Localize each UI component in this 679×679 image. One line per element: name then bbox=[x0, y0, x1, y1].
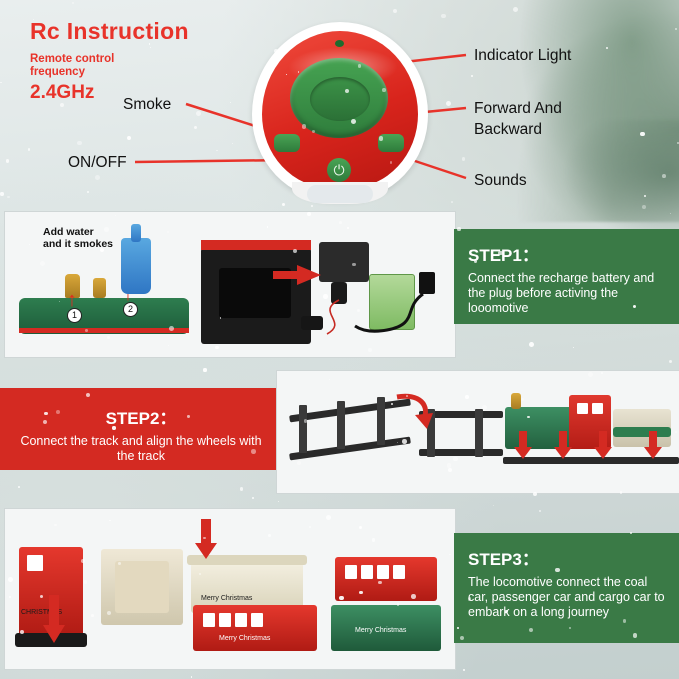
water-bottle bbox=[121, 238, 151, 294]
cab-window bbox=[577, 403, 588, 414]
track-tie bbox=[299, 405, 307, 453]
callout-sounds: Sounds bbox=[474, 172, 527, 189]
coach-window bbox=[219, 613, 231, 627]
locomotive-stripe bbox=[19, 328, 189, 333]
snow-cloud-decoration bbox=[307, 185, 373, 203]
coach-window bbox=[361, 565, 373, 579]
sounds-button[interactable] bbox=[378, 134, 404, 152]
coach-window bbox=[251, 613, 263, 627]
step2-banner: STEP2： Connect the track and align the w… bbox=[0, 388, 282, 470]
red-coach-text: Merry Christmas bbox=[219, 635, 271, 642]
track-connect-arrow bbox=[396, 393, 433, 429]
locomotive-dome bbox=[65, 274, 80, 298]
rc-instruction-title: Rc Instruction bbox=[30, 18, 189, 44]
cab-roof bbox=[201, 240, 311, 250]
remote-control-device: ⏻ bbox=[252, 22, 428, 204]
track-rail-right-top bbox=[419, 411, 503, 418]
track-rail-right-bottom bbox=[419, 449, 503, 456]
marker-2: 2 bbox=[123, 302, 138, 317]
loco-window bbox=[27, 555, 43, 571]
coal-car-band bbox=[613, 427, 671, 437]
plug-wire bbox=[326, 299, 340, 335]
small-connector bbox=[301, 316, 323, 330]
step1-text: Connect the recharge battery and the plu… bbox=[468, 271, 655, 315]
callout-smoke: Smoke bbox=[123, 96, 172, 113]
coach-window bbox=[203, 613, 215, 627]
passenger-car bbox=[191, 563, 303, 613]
indicator-light-led bbox=[335, 40, 344, 47]
step1-title: STEP1： bbox=[468, 246, 539, 265]
step2-title: STEP2： bbox=[105, 409, 177, 428]
wheel-alignment-arrows bbox=[514, 431, 662, 459]
locomotive-chimney bbox=[511, 393, 521, 409]
locomotive-chimney bbox=[93, 278, 106, 298]
pine-tree-decoration-secondary bbox=[549, 120, 679, 250]
passenger-car-text: Merry Christmas bbox=[201, 595, 253, 602]
coach-window bbox=[393, 565, 405, 579]
coupling-arrow-connector bbox=[195, 519, 217, 559]
step3-banner: STEP3： The locomotive connect the coal c… bbox=[454, 533, 679, 643]
callout-indicator-light: Indicator Light bbox=[474, 47, 572, 64]
smoke-button[interactable] bbox=[274, 134, 300, 152]
callout-on-off: ON/OFF bbox=[68, 154, 127, 171]
cargo-car-text: Merry Christmas bbox=[355, 627, 407, 634]
water-fill-arrow-2: ↑ bbox=[123, 283, 133, 305]
cab-window bbox=[592, 403, 603, 414]
marker-1: 1 bbox=[67, 308, 82, 323]
coach-window bbox=[235, 613, 247, 627]
step2-photo bbox=[276, 370, 679, 494]
step3-photo: CHRISTMAS Merry Christmas Merry Christma… bbox=[4, 508, 456, 670]
step2-text: Connect the track and align the wheels w… bbox=[20, 434, 262, 463]
usb-cable-connector bbox=[419, 272, 435, 294]
passenger-car-roof bbox=[187, 555, 307, 565]
remote-frequency-value: 2.4GHz bbox=[30, 82, 95, 103]
red-passenger-car bbox=[193, 605, 317, 651]
loco-front-base bbox=[15, 633, 87, 647]
usb-cable bbox=[354, 292, 424, 333]
plug-connector bbox=[331, 282, 347, 304]
track-tie bbox=[427, 409, 435, 457]
loco-side-text: CHRISTMAS bbox=[21, 609, 63, 616]
track-tie bbox=[377, 397, 385, 445]
train-track-under bbox=[503, 457, 679, 464]
water-bottle-nozzle bbox=[131, 224, 141, 242]
track-tie bbox=[337, 401, 345, 449]
step1-banner: STEP1： Connect the recharge battery and … bbox=[454, 229, 679, 324]
forward-backward-dial-center[interactable] bbox=[310, 77, 370, 121]
upper-red-car bbox=[335, 557, 437, 601]
coupling-arrows bbox=[43, 595, 65, 643]
power-button[interactable]: ⏻ bbox=[327, 158, 351, 182]
water-fill-arrow-1: ↑ bbox=[67, 289, 77, 311]
plug-insert-arrow bbox=[273, 265, 321, 285]
coach-window bbox=[345, 565, 357, 579]
coach-window bbox=[377, 565, 389, 579]
track-tie bbox=[475, 409, 483, 457]
track-rail-left-bottom bbox=[289, 436, 411, 461]
recharge-plug-module bbox=[319, 242, 369, 282]
coal-car-door bbox=[115, 561, 169, 613]
cargo-car bbox=[331, 605, 441, 651]
step3-title: STEP3： bbox=[468, 550, 539, 569]
step3-text: The locomotive connect the coal car, pas… bbox=[468, 575, 665, 619]
